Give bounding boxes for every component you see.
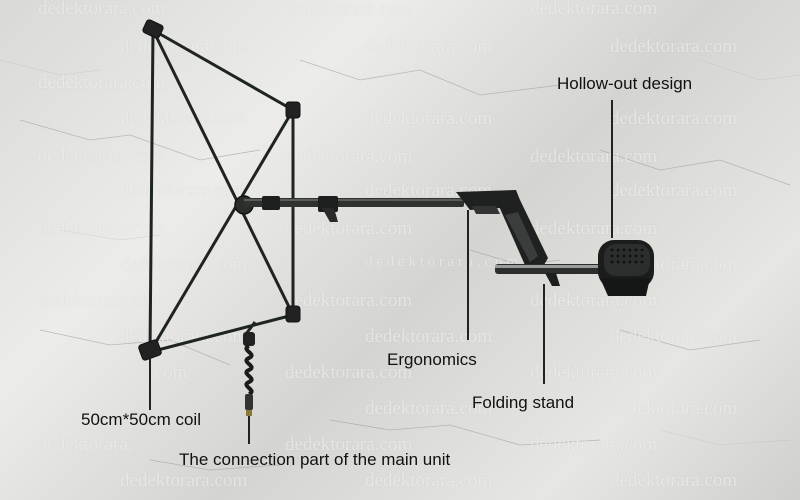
leader-line-ergonomics — [467, 210, 469, 340]
leader-line-connection — [248, 416, 250, 444]
callout-ergonomics: Ergonomics — [387, 350, 477, 369]
callout-connection-part: The connection part of the main unit — [179, 450, 451, 469]
callout-coil: 50cm*50cm coil — [81, 410, 201, 429]
callout-folding-stand: Folding stand — [472, 393, 575, 412]
coil-frame — [148, 28, 295, 354]
leader-line-hollow-out — [611, 100, 613, 238]
detector-shaft — [244, 196, 464, 222]
detector-handle — [456, 190, 548, 272]
callout-hollow-out-design: Hollow-out design — [557, 74, 693, 93]
control-box — [598, 240, 654, 296]
leader-line-coil — [149, 358, 151, 410]
connection-cable — [243, 321, 257, 416]
folding-stand — [495, 264, 607, 286]
leader-line-folding-stand — [543, 284, 545, 384]
coil-corners — [138, 19, 301, 361]
